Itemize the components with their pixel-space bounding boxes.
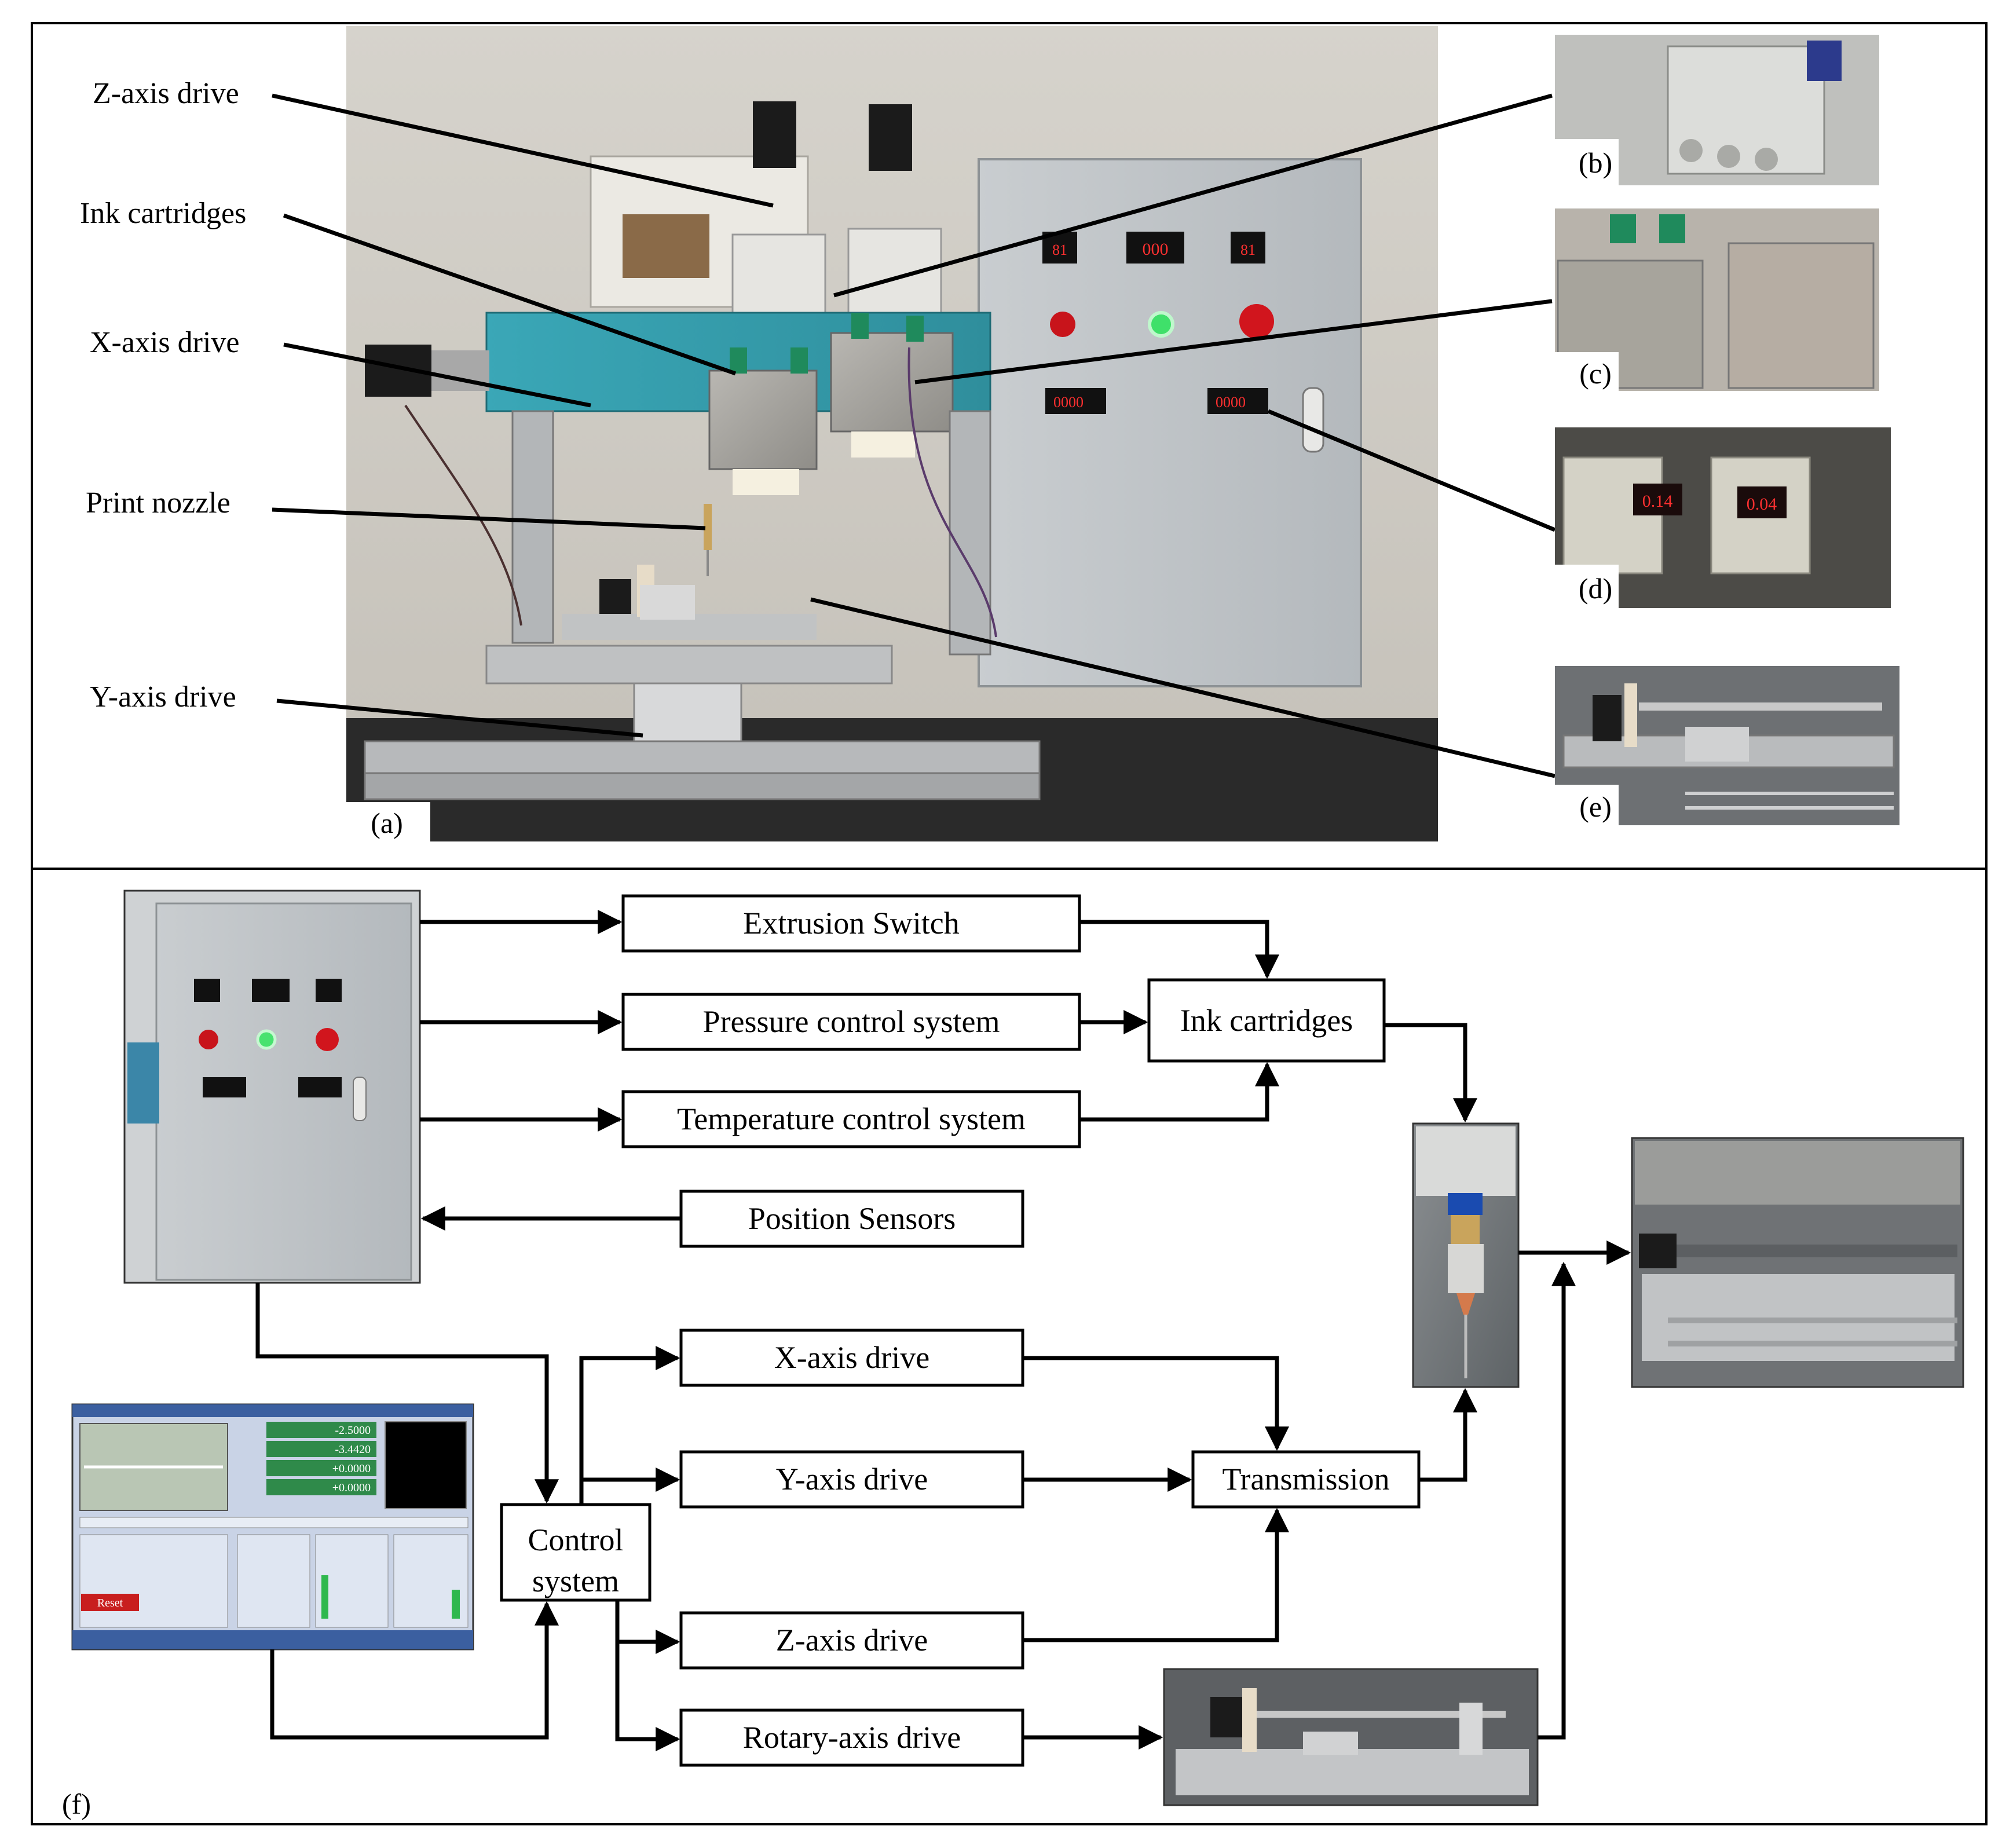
cabinet-red-button-right — [1239, 304, 1274, 339]
arrow-cabinet-to-control — [255, 1283, 559, 1504]
label-y-axis-drive: Y-axis drive — [776, 1462, 928, 1496]
inset-photo-d: 0.14 0.04 — [1555, 427, 1891, 608]
flow-boxes — [500, 894, 1421, 1767]
cabinet-lcd-1: 81 — [1052, 241, 1067, 258]
box-temperature-control — [621, 1090, 1081, 1148]
control-cabinet-photo — [123, 890, 421, 1284]
callout-ink-cartridges: Ink cartridges — [80, 197, 246, 230]
callout-x-axis-drive: X-axis drive — [90, 326, 239, 359]
printed-tube-on-mandrel-photo — [1631, 1137, 1964, 1388]
box-x-axis-drive — [679, 1329, 1024, 1387]
panel-a-label: (a) — [371, 807, 403, 839]
label-extrusion-switch: Extrusion Switch — [743, 906, 960, 941]
leader-x-axis — [283, 342, 591, 408]
label-x-axis-drive: X-axis drive — [774, 1340, 929, 1375]
label-control-system-line1: Control — [528, 1523, 623, 1557]
cabinet-lcd-3: 81 — [1240, 241, 1256, 258]
print-nozzle-photo — [1412, 1122, 1520, 1388]
label-rotary-axis-drive: Rotary-axis drive — [743, 1720, 961, 1755]
callout-y-axis-drive: Y-axis drive — [90, 680, 236, 713]
software-readout-y: -3.4420 — [335, 1443, 371, 1456]
arrow-z-to-transmission — [1023, 1507, 1289, 1642]
callout-leader-lines — [272, 93, 1556, 778]
box-rotary-axis-drive — [679, 1708, 1024, 1767]
cabinet-red-button-left — [1050, 312, 1075, 337]
cabinet-handle — [1302, 387, 1324, 453]
label-temperature-control: Temperature control system — [677, 1102, 1026, 1136]
callout-labels-panel-a: Z-axis drive Ink cartridges X-axis drive… — [80, 77, 246, 713]
leader-inset-c — [914, 299, 1553, 385]
arrow-control-to-rotary — [615, 1642, 680, 1751]
arrow-transmission-to-nozzle — [1419, 1388, 1477, 1482]
arrow-software-to-control — [270, 1601, 559, 1740]
control-software-screenshot: -2.5000 -3.4420 +0.0000 +0.0000 Reset — [71, 1403, 474, 1651]
software-readout-a: +0.0000 — [332, 1481, 371, 1494]
inset-photo-c — [1555, 208, 1879, 391]
cabinet-green-lamp — [1148, 311, 1174, 338]
label-pressure-control: Pressure control system — [703, 1004, 1000, 1039]
inset-photo-e — [1555, 666, 1899, 825]
callout-z-axis-drive: Z-axis drive — [93, 77, 239, 110]
arrow-rotary-photo-to-merge — [1538, 1261, 1576, 1740]
inset-d-readout-1: 0.14 — [1642, 492, 1673, 511]
box-ink-cartridges — [1147, 978, 1386, 1063]
box-transmission — [1191, 1450, 1421, 1509]
leader-y-axis — [276, 698, 643, 738]
callout-print-nozzle: Print nozzle — [86, 486, 230, 519]
software-readout-z: +0.0000 — [332, 1462, 371, 1475]
inset-e-label: (e) — [1579, 791, 1612, 823]
inset-b-label: (b) — [1579, 147, 1612, 179]
rotary-axis-drive-photo — [1163, 1668, 1539, 1806]
box-control-system — [500, 1503, 652, 1602]
inset-d-readout-2: 0.04 — [1747, 495, 1777, 514]
label-control-system-line2: system — [532, 1564, 619, 1598]
panel-f-frame — [31, 868, 1988, 1825]
inset-d-label: (d) — [1579, 572, 1612, 605]
arrow-control-to-x — [579, 1346, 680, 1505]
box-position-sensors — [679, 1190, 1024, 1248]
box-extrusion-switch — [621, 894, 1081, 953]
label-position-sensors: Position Sensors — [748, 1201, 956, 1236]
label-transmission: Transmission — [1222, 1462, 1389, 1496]
inset-c-label: (c) — [1579, 357, 1612, 390]
leader-ink-cartridges — [283, 213, 737, 376]
arrow-extrusion-to-ink — [1079, 920, 1279, 979]
arrow-ink-to-nozzle — [1384, 1023, 1477, 1123]
leader-z-axis — [272, 93, 774, 208]
leader-inset-e — [810, 597, 1556, 778]
flow-box-labels: Extrusion Switch Pressure control system… — [528, 906, 1389, 1755]
leader-inset-d — [1267, 409, 1556, 532]
leader-print-nozzle — [272, 507, 706, 530]
panel-f-label: (f) — [62, 1788, 91, 1820]
cabinet-lcd-5: 0000 — [1216, 394, 1246, 411]
label-z-axis-drive: Z-axis drive — [776, 1623, 928, 1657]
inset-photo-b — [1555, 35, 1879, 185]
arrow-temperature-to-ink — [1079, 1062, 1279, 1122]
cabinet-lcd-2: 000 — [1143, 240, 1169, 259]
leader-inset-b — [833, 93, 1553, 298]
box-pressure-control — [621, 993, 1081, 1051]
arrow-control-to-z — [615, 1600, 680, 1654]
software-readout-x: -2.5000 — [335, 1424, 371, 1437]
label-ink-cartridges: Ink cartridges — [1180, 1003, 1353, 1038]
flow-arrows — [255, 910, 1631, 1751]
arrow-x-to-transmission — [1023, 1356, 1289, 1451]
software-reset-label: Reset — [97, 1597, 123, 1609]
cabinet-lcd-4: 0000 — [1053, 394, 1084, 411]
